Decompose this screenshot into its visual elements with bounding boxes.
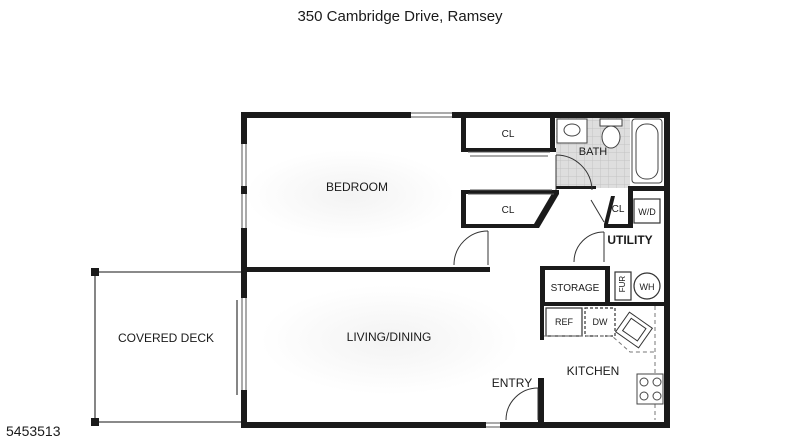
kitchen-sink — [614, 311, 654, 349]
bedroom-floor-shade — [245, 150, 455, 240]
living-floor-shade — [260, 285, 520, 395]
bedroom-label: BEDROOM — [326, 180, 388, 194]
bath-label: BATH — [579, 146, 608, 158]
toilet-bowl — [601, 125, 621, 149]
living-dining-label: LIVING/DINING — [347, 330, 432, 344]
refrigerator-box — [545, 307, 583, 337]
water-heater-label: WH — [640, 282, 655, 292]
covered-deck-label: COVERED DECK — [118, 331, 214, 345]
utility-closet-label: CL — [612, 204, 625, 215]
sink-basin — [563, 123, 581, 137]
closet-doors — [468, 151, 554, 195]
deck-outline — [94, 271, 243, 423]
utility-label: UTILITY — [607, 233, 652, 247]
closet-top-label: CL — [502, 129, 515, 140]
toilet-tank — [599, 118, 623, 127]
listing-number: 5453513 — [6, 423, 61, 439]
stove-burners — [636, 373, 664, 405]
refrigerator-label: REF — [555, 317, 574, 327]
closet-bottom-label: CL — [502, 205, 515, 216]
deck-post-top — [91, 268, 99, 276]
washer-dryer-label: W/D — [638, 207, 656, 217]
windows — [241, 112, 500, 428]
entry-label: ENTRY — [492, 376, 532, 390]
plan-title: 350 Cambridge Drive, Ramsey — [297, 8, 503, 25]
dishwasher-label: DW — [593, 317, 608, 327]
exterior-walls — [241, 112, 670, 428]
furnace-box — [614, 271, 632, 301]
washer-dryer-box — [633, 198, 661, 224]
furnace-label: FUR — [618, 276, 627, 293]
utility-equipment — [545, 198, 661, 337]
storage-label: STORAGE — [551, 283, 600, 294]
water-heater-tank — [633, 272, 661, 300]
door-swings — [453, 154, 605, 421]
kitchen-label: KITCHEN — [567, 364, 620, 378]
dishwasher-box — [584, 307, 616, 337]
deck-post-bottom — [91, 418, 99, 426]
bath-fixtures — [556, 118, 663, 184]
interior-walls — [241, 117, 670, 422]
